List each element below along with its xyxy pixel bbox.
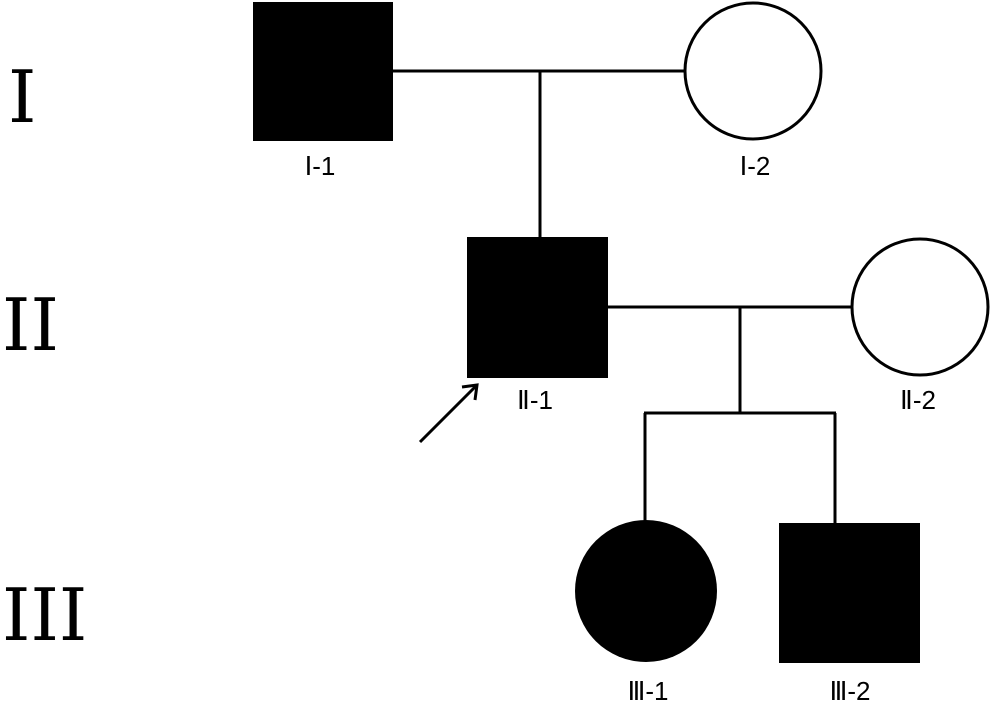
relationship-lines <box>393 69 852 523</box>
proband-arrow-icon <box>418 383 479 444</box>
label-III-1: Ⅲ-1 <box>627 676 668 703</box>
label-II-1: Ⅱ-1 <box>517 385 553 415</box>
individual-III-1-affected-female <box>575 520 717 662</box>
generation-label-1: I <box>8 55 36 139</box>
generation-label-2: II <box>2 283 59 367</box>
individual-I-1-affected-male <box>253 2 393 141</box>
label-II-2: Ⅱ-2 <box>900 385 936 415</box>
generation-label-3: III <box>2 573 87 657</box>
label-III-2: Ⅲ-2 <box>829 676 870 703</box>
individual-I-2-unaffected-female <box>683 1 823 141</box>
individual-II-1-affected-male <box>467 237 608 378</box>
label-I-1: Ⅰ-1 <box>305 151 336 181</box>
individual-II-2-unaffected-female <box>850 237 990 377</box>
individual-III-2-affected-male <box>779 523 920 663</box>
label-I-2: Ⅰ-2 <box>740 151 771 181</box>
